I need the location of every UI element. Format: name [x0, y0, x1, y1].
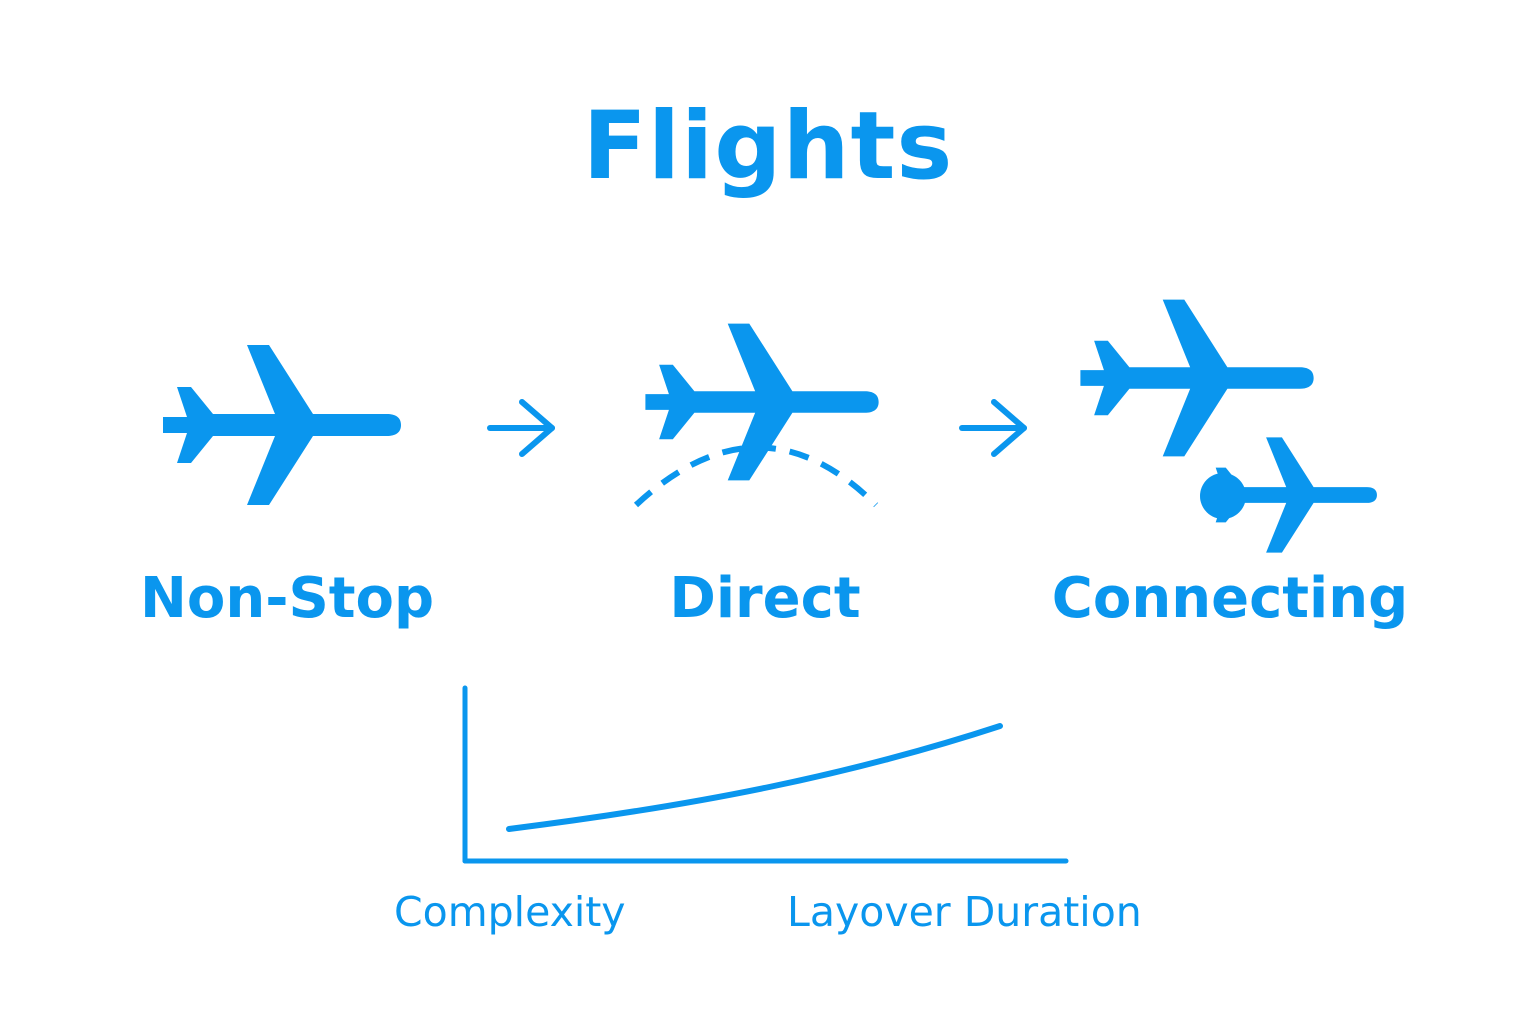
right-arrow-icon: [487, 399, 555, 457]
type-label-nonstop: Non-Stop: [140, 566, 435, 631]
x-axis-label: Complexity: [394, 888, 626, 936]
graph-axes: [462, 685, 1069, 864]
y-axis-label: Layover Duration: [787, 888, 1142, 936]
layover-trend-curve: [506, 723, 1003, 832]
type-label-direct: Direct: [669, 566, 861, 631]
diagram-title: Flights: [582, 92, 954, 201]
dashed-route-arc: [633, 444, 879, 508]
type-label-connecting: Connecting: [1051, 566, 1409, 631]
connecting-airplane-large-icon: [1080, 299, 1314, 457]
direct-airplane-icon: [645, 323, 879, 481]
right-arrow-icon: [959, 399, 1027, 457]
layover-stop-dot: [1200, 473, 1246, 519]
nonstop-airplane-icon: [163, 345, 401, 505]
